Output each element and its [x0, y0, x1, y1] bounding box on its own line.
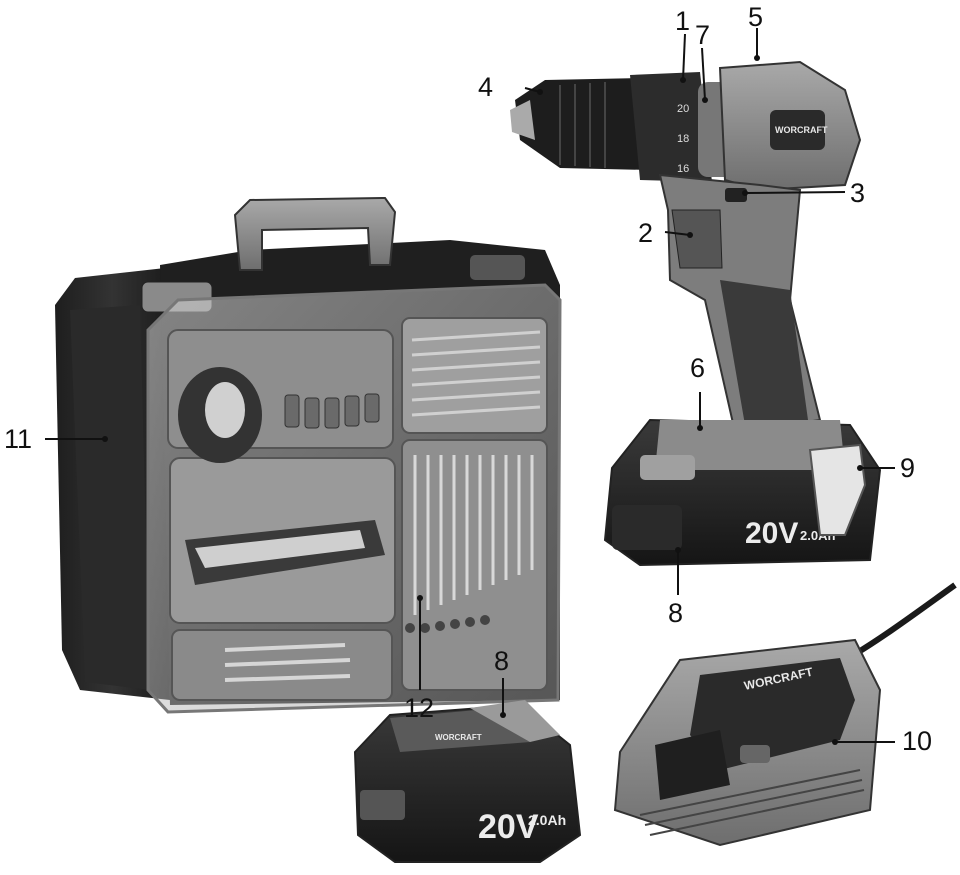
callout-8-drill-battery: 8 — [668, 598, 684, 628]
drill-battery-voltage: 20V — [745, 517, 798, 550]
spare-battery: WORCRAFT 20V 2.0Ah — [353, 700, 582, 863]
battery-brand-logo: WORCRAFT — [435, 733, 482, 742]
battery-charger: WORCRAFT — [613, 582, 957, 847]
callout-8-spare-battery: 8 — [494, 646, 510, 676]
callout-3: 3 — [850, 178, 866, 208]
drill-brand-logo: WORCRAFT — [775, 125, 828, 135]
callout-7: 7 — [695, 20, 711, 50]
callout-6: 6 — [690, 353, 706, 383]
callout-11: 11 — [4, 424, 33, 454]
tool-case — [55, 196, 562, 714]
callout-10: 10 — [902, 726, 933, 756]
callout-5: 5 — [748, 2, 764, 32]
leader-lines — [45, 28, 895, 743]
torque-number: 20 — [677, 103, 689, 115]
callout-12: 12 — [404, 693, 435, 723]
torque-number: 16 — [677, 163, 689, 175]
battery-voltage: 20V — [478, 808, 539, 846]
callout-4: 4 — [478, 72, 494, 102]
torque-number: 18 — [677, 133, 689, 145]
cordless-drill: 20 18 16 WORCRAFT 20V 2.0Ah — [510, 60, 882, 567]
callout-9: 9 — [900, 453, 916, 483]
callout-2: 2 — [638, 218, 654, 248]
callout-1: 1 — [675, 6, 691, 36]
battery-capacity: 2.0Ah — [528, 812, 566, 828]
